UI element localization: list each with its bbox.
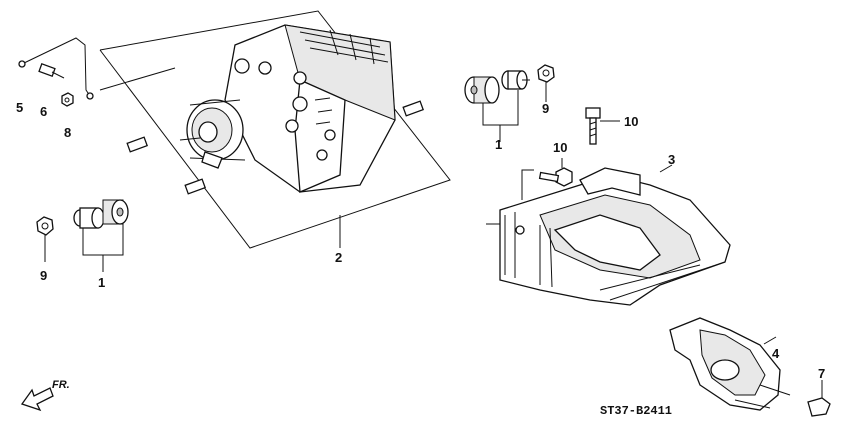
callout-4: 4 — [772, 346, 780, 361]
bolt-10-lower[interactable] — [538, 158, 573, 187]
bolt-10-upper[interactable] — [585, 107, 620, 145]
callout-5: 5 — [16, 100, 23, 115]
nut-8[interactable] — [61, 92, 74, 107]
callout-6: 6 — [40, 104, 47, 119]
callout-9-left: 9 — [40, 268, 47, 283]
mount-rubber-left[interactable] — [73, 199, 129, 272]
callout-9-right: 9 — [542, 101, 549, 116]
ground-wire[interactable] — [18, 37, 94, 100]
abs-modulator-unit[interactable] — [179, 24, 396, 193]
mount-rubber-right[interactable] — [464, 70, 530, 142]
callout-8: 8 — [64, 125, 71, 140]
callout-10-upper: 10 — [624, 114, 638, 129]
callout-3: 3 — [668, 152, 675, 167]
callout-1-left: 1 — [98, 275, 105, 290]
front-indicator-label: FR. — [52, 379, 70, 391]
callout-7: 7 — [818, 366, 825, 381]
mounting-pins — [99, 67, 425, 195]
catalog-code: ST37-B2411 — [600, 404, 672, 418]
modulator-cover[interactable] — [669, 317, 791, 411]
modulator-bracket[interactable] — [486, 164, 731, 306]
bolt-6[interactable] — [38, 63, 65, 79]
nut-9-left[interactable] — [36, 216, 54, 262]
nut-9-right[interactable] — [537, 64, 555, 102]
front-arrow: FR. — [20, 379, 70, 412]
clip-7[interactable] — [807, 380, 831, 417]
callout-10-lower: 10 — [553, 140, 567, 155]
callout-1-right: 1 — [495, 137, 502, 152]
callout-2: 2 — [335, 250, 342, 265]
